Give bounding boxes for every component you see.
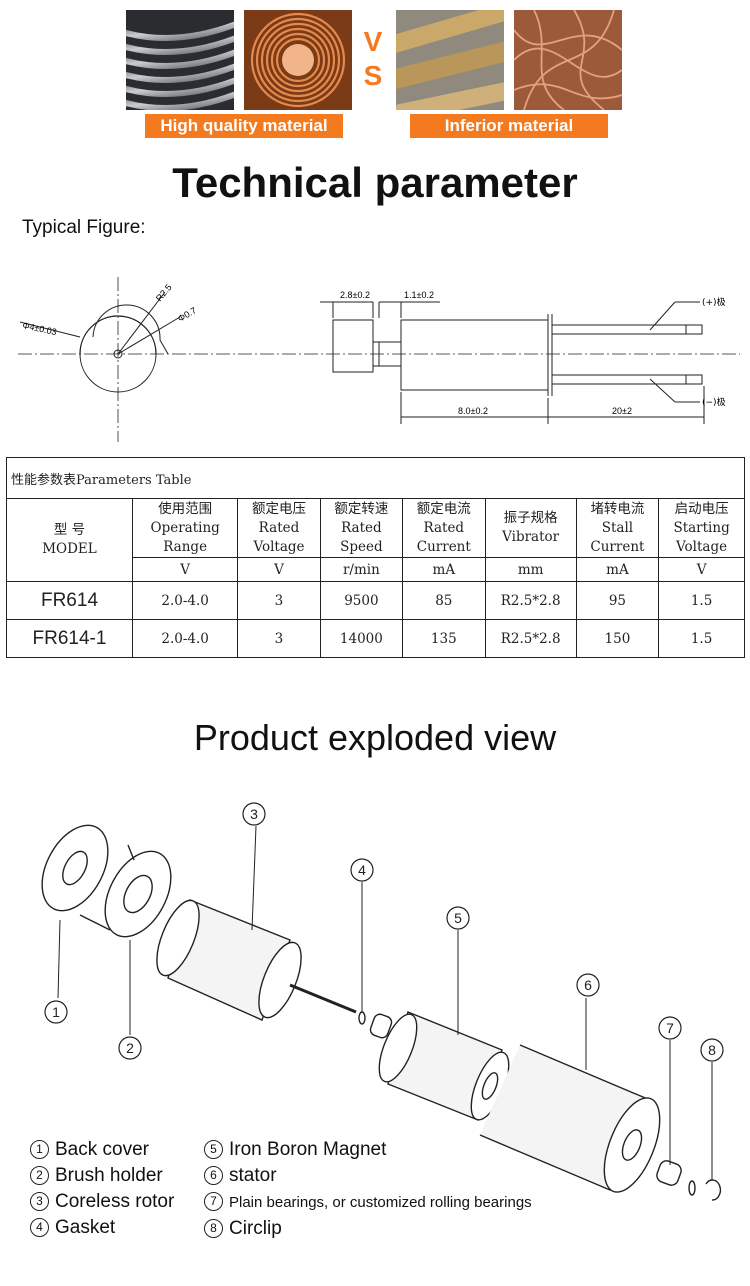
part-number-5: 5 bbox=[454, 910, 462, 926]
high-quality-photo-copper-coil bbox=[244, 10, 352, 110]
table-cell: 3 bbox=[237, 619, 321, 658]
vs-letter-v: V bbox=[363, 26, 383, 57]
table-cell: 1.5 bbox=[658, 581, 745, 620]
positive-terminal-label: (+)极 bbox=[702, 296, 726, 308]
table-cell: 85 bbox=[402, 581, 486, 620]
table-cell: 14000 bbox=[319, 619, 404, 658]
dim-b: 1.1±0.2 bbox=[404, 290, 434, 300]
model-cell: FR614 bbox=[6, 581, 133, 620]
model-header: 型 号 MODEL bbox=[6, 498, 133, 582]
part-number-8: 8 bbox=[708, 1042, 716, 1058]
negative-terminal-label: (−)极 bbox=[702, 396, 726, 408]
unit-cell: V bbox=[131, 557, 239, 582]
unit-cell: mm bbox=[484, 557, 577, 582]
typical-figure-label: Typical Figure: bbox=[22, 217, 146, 238]
table-cell: 2.0-4.0 bbox=[131, 581, 239, 620]
model-header-zh: 型 号 bbox=[53, 522, 86, 538]
part-number-6: 6 bbox=[584, 977, 592, 993]
part-number-4: 4 bbox=[358, 862, 366, 878]
unit-cell: r/min bbox=[319, 557, 404, 582]
table-cell: 135 bbox=[402, 619, 486, 658]
dim-shaft: Φ0.7 bbox=[176, 305, 198, 324]
inferior-photo-scrap-copper bbox=[514, 10, 622, 110]
inferior-photo-brass-rods bbox=[396, 10, 504, 110]
dim-a: 2.8±0.2 bbox=[340, 290, 370, 300]
table-cell: 3 bbox=[237, 581, 321, 620]
part-number-1: 1 bbox=[52, 1004, 60, 1020]
high-quality-label: High quality material bbox=[145, 114, 343, 138]
exploded-view-title: Product exploded view bbox=[193, 717, 557, 758]
table-caption: 性能参数表Parameters Table bbox=[6, 457, 745, 499]
dim-lead: 20±2 bbox=[612, 406, 632, 416]
table-cell: 2.0-4.0 bbox=[131, 619, 239, 658]
part-number-7: 7 bbox=[666, 1020, 674, 1036]
dim-diameter: Φ4±0.03 bbox=[22, 320, 58, 337]
part-number-2: 2 bbox=[126, 1040, 134, 1056]
unit-cell: V bbox=[658, 557, 745, 582]
table-cell: 150 bbox=[575, 619, 660, 658]
technical-parameter-title: Technical parameter bbox=[172, 159, 578, 206]
table-row: FR614-1 2.0-4.0 3 14000 135 R2.5*2.8 150… bbox=[6, 619, 745, 658]
table-cell: R2.5*2.8 bbox=[484, 581, 577, 620]
model-header-en: MODEL bbox=[42, 541, 97, 557]
part-number-3: 3 bbox=[250, 806, 258, 822]
technical-drawing: Φ4±0.03 R2.5 Φ0.7 2.8±0.2 1.1±0.2 8.0±0.… bbox=[18, 277, 740, 442]
table-row: FR614 2.0-4.0 3 9500 85 R2.5*2.8 95 1.5 bbox=[6, 581, 745, 620]
vs-letter-s: S bbox=[363, 60, 383, 91]
table-cell: 95 bbox=[575, 581, 660, 620]
model-cell: FR614-1 bbox=[6, 619, 133, 658]
dim-radius: R2.5 bbox=[154, 282, 174, 303]
table-cell: R2.5*2.8 bbox=[484, 619, 577, 658]
inferior-label: Inferior material bbox=[410, 114, 608, 138]
table-cell: 1.5 bbox=[658, 619, 745, 658]
exploded-view-diagram: 1 2 3 4 5 6 7 8 bbox=[41, 802, 724, 1201]
unit-cell: mA bbox=[575, 557, 660, 582]
dim-body: 8.0±0.2 bbox=[458, 406, 488, 416]
unit-cell: V bbox=[237, 557, 321, 582]
unit-cell: mA bbox=[402, 557, 486, 582]
high-quality-photo-steel bbox=[126, 10, 234, 110]
table-cell: 9500 bbox=[319, 581, 404, 620]
